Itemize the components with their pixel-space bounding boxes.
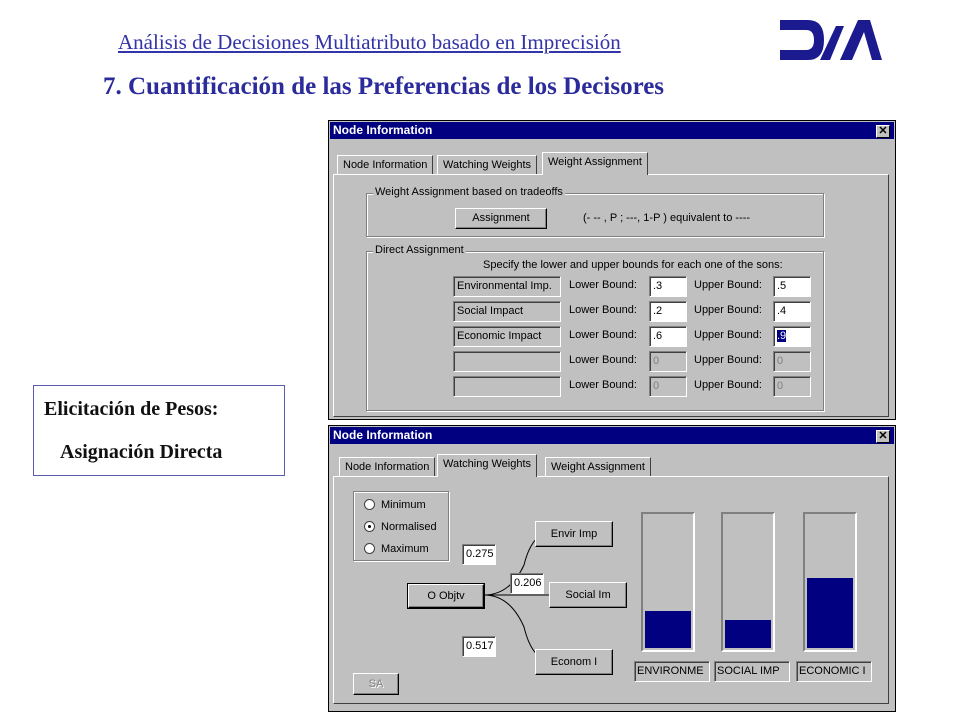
upper-bound-input[interactable]: .4 xyxy=(773,301,811,322)
lower-bound-input[interactable]: .3 xyxy=(649,276,687,297)
upper-bound-label: Upper Bound: xyxy=(694,304,762,316)
child-weight-value: 0.275 xyxy=(462,544,496,565)
upper-bound-input[interactable]: 0 xyxy=(773,376,811,397)
window-title: Node Information xyxy=(333,123,433,137)
tab-node-information[interactable]: Node Information xyxy=(337,155,434,175)
child-name-field: Environmental Imp. xyxy=(453,276,561,297)
upper-bound-input[interactable]: 0 xyxy=(773,351,811,372)
root-node-button[interactable]: O Objtv xyxy=(407,583,485,609)
slide-title: 7. Cuantificación de las Preferencias de… xyxy=(103,73,665,100)
upper-bound-label: Upper Bound: xyxy=(694,329,762,341)
child-name-field xyxy=(453,351,561,372)
window-title: Node Information xyxy=(333,428,433,442)
tradeoffs-group-label: Weight Assignment based on tradeoffs xyxy=(373,186,565,198)
lower-bound-label: Lower Bound: xyxy=(569,279,637,291)
window-titlebar[interactable]: Node Information ✕ xyxy=(330,427,894,444)
direct-assignment-group: Direct Assignment Specify the lower and … xyxy=(366,244,824,411)
side-caption-line2: Asignación Directa xyxy=(60,441,223,463)
upper-bound-input[interactable]: .5 xyxy=(773,276,811,297)
child-node-button[interactable]: Social Im xyxy=(549,582,627,608)
gauge-label: ECONOMIC I xyxy=(796,661,872,682)
assignment-button[interactable]: Assignment xyxy=(455,208,547,229)
lower-bound-label: Lower Bound: xyxy=(569,329,637,341)
radio-button[interactable] xyxy=(364,499,375,510)
lower-bound-label: Lower Bound: xyxy=(569,379,637,391)
lower-bound-label: Lower Bound: xyxy=(569,304,637,316)
radio-maximum[interactable]: Maximum xyxy=(364,543,429,555)
slide-header: Análisis de Decisiones Multiatributo bas… xyxy=(118,30,621,54)
tab-panel: Weight Assignment based on tradeoffs Ass… xyxy=(333,174,889,417)
close-icon[interactable]: ✕ xyxy=(876,125,890,138)
child-weight-value: 0.517 xyxy=(462,636,496,657)
child-name-field: Social Impact xyxy=(453,301,561,322)
node-info-window-watching-weights: Node Information ✕ Node Information Watc… xyxy=(328,425,896,712)
lower-bound-input[interactable]: .2 xyxy=(649,301,687,322)
sa-button[interactable]: SA xyxy=(353,673,399,695)
lower-bound-input[interactable]: .6 xyxy=(649,326,687,347)
close-icon[interactable]: ✕ xyxy=(876,430,890,443)
child-node-button[interactable]: Envir Imp xyxy=(535,521,613,547)
radio-button-selected[interactable] xyxy=(364,521,375,532)
radio-label: Normalised xyxy=(381,521,437,533)
upper-bound-input-focused[interactable]: .9 xyxy=(773,326,811,347)
tradeoff-formula: (- -- , P ; ---, 1-P ) equivalent to ---… xyxy=(583,212,751,224)
child-node-button[interactable]: Econom I xyxy=(535,649,613,675)
radio-normalised[interactable]: Normalised xyxy=(364,521,437,533)
upper-bound-label: Upper Bound: xyxy=(694,279,762,291)
child-name-field: Economic Impact xyxy=(453,326,561,347)
radio-label: Minimum xyxy=(381,499,426,511)
child-name-field xyxy=(453,376,561,397)
window-titlebar[interactable]: Node Information ✕ xyxy=(330,122,894,139)
direct-assignment-group-label: Direct Assignment xyxy=(373,244,466,256)
gauge-fill xyxy=(725,619,771,648)
radio-button[interactable] xyxy=(364,543,375,554)
tab-panel: Minimum Normalised Maximum O Objtv 0.275… xyxy=(333,476,889,704)
tab-weight-assignment[interactable]: Weight Assignment xyxy=(545,457,651,477)
weight-gauge xyxy=(721,512,775,652)
tab-watching-weights[interactable]: Watching Weights xyxy=(437,155,538,175)
upper-bound-label: Upper Bound: xyxy=(694,354,762,366)
lower-bound-input[interactable]: 0 xyxy=(649,376,687,397)
tab-node-information[interactable]: Node Information xyxy=(339,457,436,477)
tab-weight-assignment[interactable]: Weight Assignment xyxy=(542,152,648,175)
tab-watching-weights[interactable]: Watching Weights xyxy=(437,454,538,477)
gauge-label: ENVIRONME xyxy=(634,661,710,682)
child-weight-value: 0.206 xyxy=(510,573,544,594)
side-caption-line1: Elicitación de Pesos: xyxy=(44,398,219,420)
direct-assignment-instruction: Specify the lower and upper bounds for e… xyxy=(483,259,783,271)
side-caption-box: Elicitación de Pesos: Asignación Directa xyxy=(33,385,285,476)
node-info-window-weight-assignment: Node Information ✕ Node Information Watc… xyxy=(328,120,896,420)
selected-text: .9 xyxy=(777,330,787,342)
dia-logo xyxy=(780,20,882,60)
weight-gauge xyxy=(641,512,695,652)
radio-label: Maximum xyxy=(381,543,429,555)
lower-bound-label: Lower Bound: xyxy=(569,354,637,366)
tradeoffs-group: Weight Assignment based on tradeoffs Ass… xyxy=(366,186,824,237)
gauge-fill xyxy=(807,577,853,648)
radio-minimum[interactable]: Minimum xyxy=(364,499,426,511)
upper-bound-label: Upper Bound: xyxy=(694,379,762,391)
weight-gauge xyxy=(803,512,857,652)
gauge-fill xyxy=(645,610,691,648)
weight-view-radio-group: Minimum Normalised Maximum xyxy=(353,491,449,561)
lower-bound-input[interactable]: 0 xyxy=(649,351,687,372)
gauge-label: SOCIAL IMP xyxy=(714,661,790,682)
